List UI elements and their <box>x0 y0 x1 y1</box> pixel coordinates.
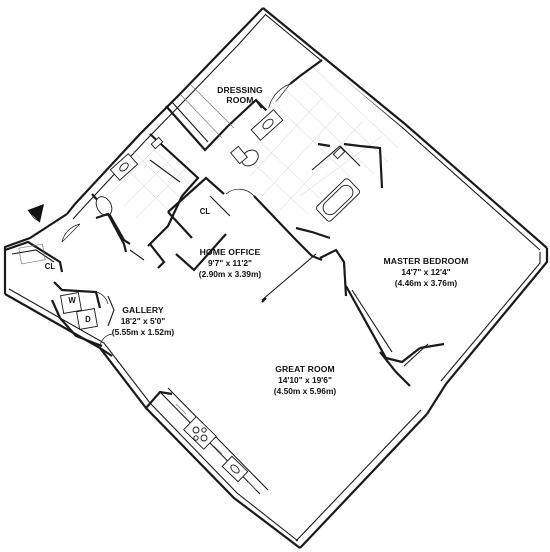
home-office-label: HOME OFFICE <box>200 247 261 257</box>
kitchen <box>145 387 269 495</box>
second-bath <box>91 133 200 247</box>
office-closet-label: CL <box>200 207 211 216</box>
master-bath <box>230 59 402 240</box>
gallery-label: GALLERY <box>122 305 164 315</box>
master-bedroom-dims: 14'7" x 12'4" <box>401 267 450 277</box>
toilet <box>241 149 259 167</box>
dressing-room-label: DRESSING <box>217 85 263 95</box>
north-arrow-icon <box>27 204 44 223</box>
washer <box>60 292 82 314</box>
entry-closet-label: CL <box>45 262 56 271</box>
master-bedroom-label: MASTER BEDROOM <box>384 256 469 266</box>
cooktop <box>183 416 217 450</box>
home-office-dims: 9'7" x 11'2" <box>208 258 252 268</box>
exterior-walls <box>3 7 549 549</box>
master-bedroom-walls <box>319 248 445 387</box>
home-office-walls <box>167 176 323 303</box>
dryer <box>76 308 98 330</box>
dryer-label: D <box>85 315 91 324</box>
great-room-label: GREAT ROOM <box>275 364 335 374</box>
entry-area <box>4 223 115 348</box>
gallery-walls <box>95 212 166 357</box>
gallery-dims-metric: (5.55m x 1.52m) <box>112 327 175 337</box>
great-room-dims: 14'10" x 19'6" <box>278 375 332 385</box>
gallery-dims: 18'2" x 5'0" <box>121 316 166 326</box>
shower-head <box>332 146 346 160</box>
washer-label: W <box>68 296 76 305</box>
great-room-dims-metric: (4.50m x 5.96m) <box>274 386 337 396</box>
master-bedroom-dims-metric: (4.46m x 3.76m) <box>395 278 458 288</box>
dressing-room-label-2: ROOM <box>226 95 253 105</box>
home-office-dims-metric: (2.90m x 3.39m) <box>199 269 262 279</box>
